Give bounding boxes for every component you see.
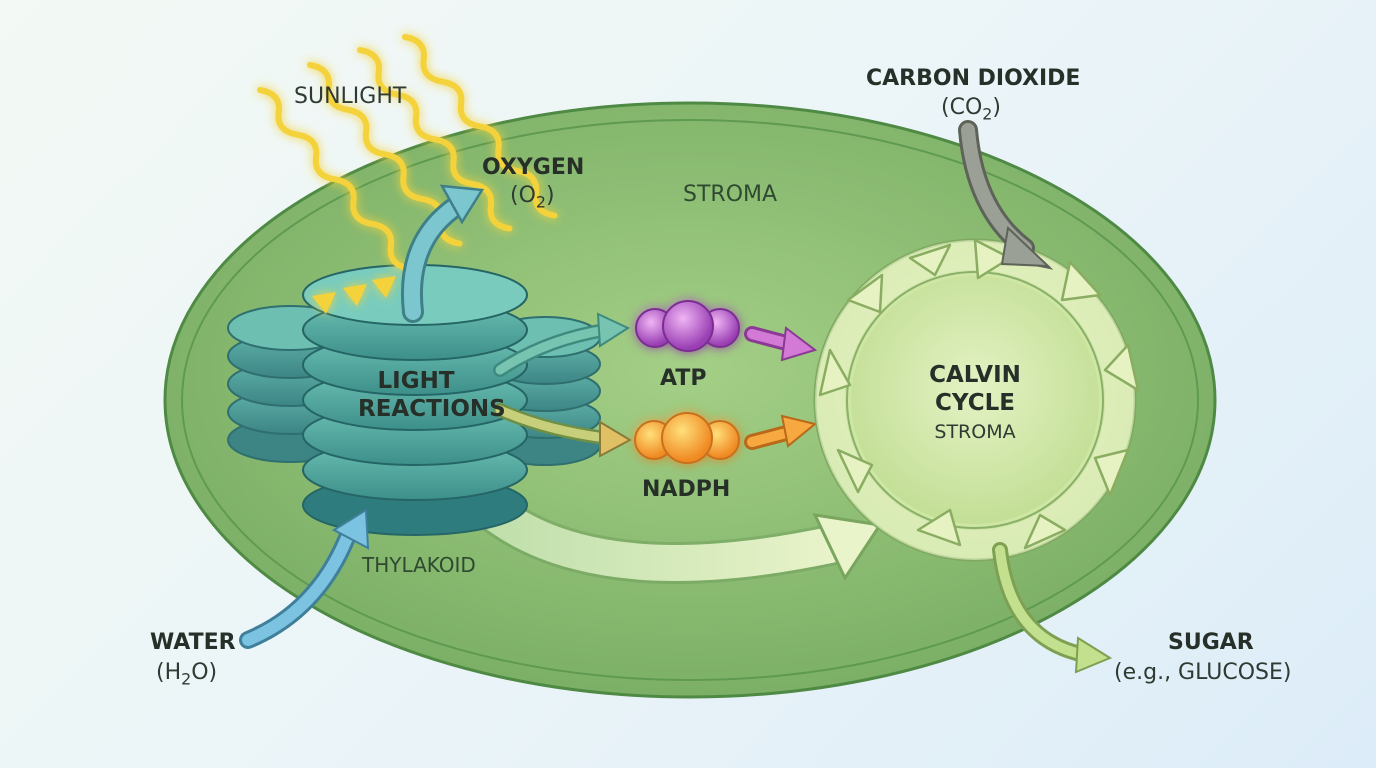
water-formula: (H2O) <box>156 660 218 689</box>
big-transfer-arrow-head <box>812 513 883 582</box>
nadph-molecule-icon <box>634 412 740 464</box>
nadph-to-calvin-arrow <box>744 414 818 450</box>
oxygen-formula: (O2) <box>510 183 555 212</box>
arrow-to-atp <box>493 312 631 377</box>
light-reactions-label-line2: REACTIONS <box>358 396 506 422</box>
calvin-cycle-label-line2: CYCLE <box>935 390 1015 416</box>
nadph-label: NADPH <box>642 477 731 502</box>
light-reactions-line1: LIGHT <box>377 368 455 394</box>
chloroplast-inner-membrane <box>181 119 1199 681</box>
calvin-cycle-label-line1: CALVIN <box>929 362 1021 388</box>
atp-to-calvin-arrow <box>744 326 818 362</box>
oxygen-label: OXYGEN <box>482 155 585 180</box>
sugar-arrow <box>992 542 1113 674</box>
atp-molecule-icon <box>635 300 740 352</box>
atp-label: ATP <box>660 366 707 391</box>
sugar-label: SUGAR <box>1168 630 1254 655</box>
sugar-example-label: (e.g., GLUCOSE) <box>1114 660 1292 685</box>
sunlight-label: SUNLIGHT <box>294 84 407 109</box>
arrow-to-nadph <box>493 403 633 458</box>
carbon-dioxide-label: CARBON DIOXIDE <box>866 66 1081 91</box>
calvin-stroma-label: STROMA <box>934 421 1016 443</box>
oxygen-arrow <box>401 184 485 323</box>
light-reactions-label: LIGHT <box>360 368 472 394</box>
stroma-label-top: STROMA <box>683 182 778 207</box>
thylakoid-stack-main <box>302 264 528 536</box>
calvin-cycle-arrows <box>818 238 1140 550</box>
water-arrow <box>239 508 370 649</box>
water-label: WATER <box>150 630 236 655</box>
co2-arrow <box>958 120 1054 270</box>
thylakoid-label: THYLAKOID <box>362 553 476 577</box>
carbon-dioxide-formula: (CO2) <box>941 95 1001 124</box>
